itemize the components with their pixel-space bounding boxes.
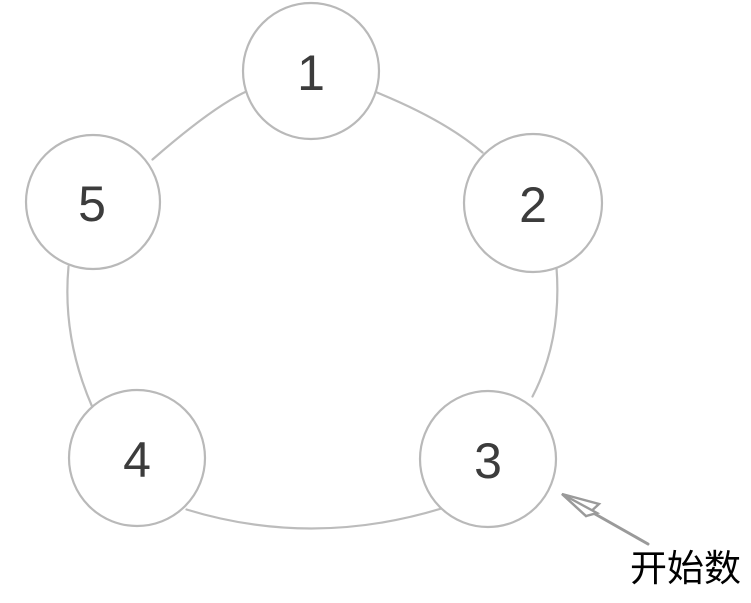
link-4-to-5	[66, 265, 94, 409]
annotation-start-count-label: 开始数	[630, 547, 741, 590]
node-group	[24, 1, 604, 529]
link-5-to-1	[151, 89, 250, 161]
node-label-5: 5	[78, 176, 106, 232]
node-circle-5[interactable]	[24, 133, 162, 271]
node-circle-1[interactable]	[241, 1, 381, 141]
node-label-1: 1	[297, 45, 325, 101]
link-2-to-3	[531, 266, 559, 398]
node-circle-4[interactable]	[67, 388, 207, 528]
link-3-to-4	[185, 507, 443, 530]
arrow-shaft	[586, 508, 650, 546]
annotation-arrow	[561, 492, 650, 546]
link-group	[66, 89, 559, 530]
node-label-3: 3	[474, 433, 502, 489]
node-circle-2[interactable]	[462, 132, 604, 274]
arrow-head-inner-icon	[561, 492, 601, 518]
link-1-to-2	[373, 90, 484, 154]
node-circle-3[interactable]	[418, 389, 558, 529]
node-label-group: 1 2 3 4 5	[78, 45, 547, 489]
node-label-4: 4	[123, 432, 151, 488]
node-label-2: 2	[519, 177, 547, 233]
